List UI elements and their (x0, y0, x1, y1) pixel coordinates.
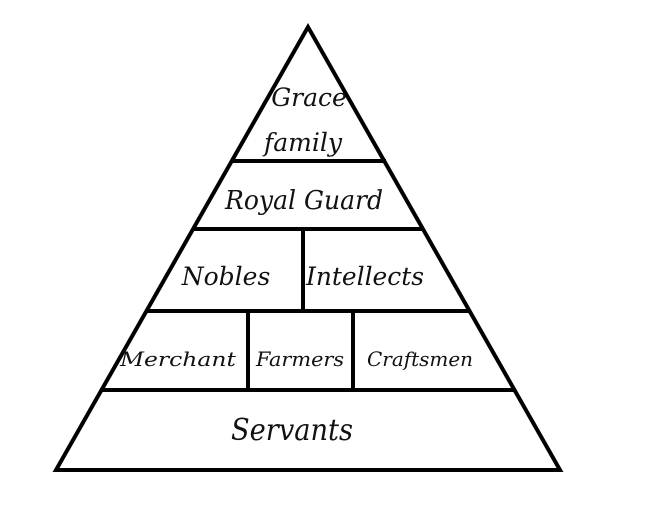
label-intellects: Intellects (305, 262, 424, 291)
label-craftsmen: Craftsmen (367, 347, 473, 371)
label-royal-guard: Royal Guard (224, 186, 383, 216)
label-grace: Grace (271, 83, 347, 112)
label-family: family (262, 128, 343, 157)
label-servants: Servants (231, 413, 353, 448)
label-nobles: Nobles (181, 262, 271, 291)
label-merchant: Merchant (119, 347, 237, 371)
label-farmers: Farmers (255, 347, 344, 371)
pyramid-outline (52, 22, 564, 472)
